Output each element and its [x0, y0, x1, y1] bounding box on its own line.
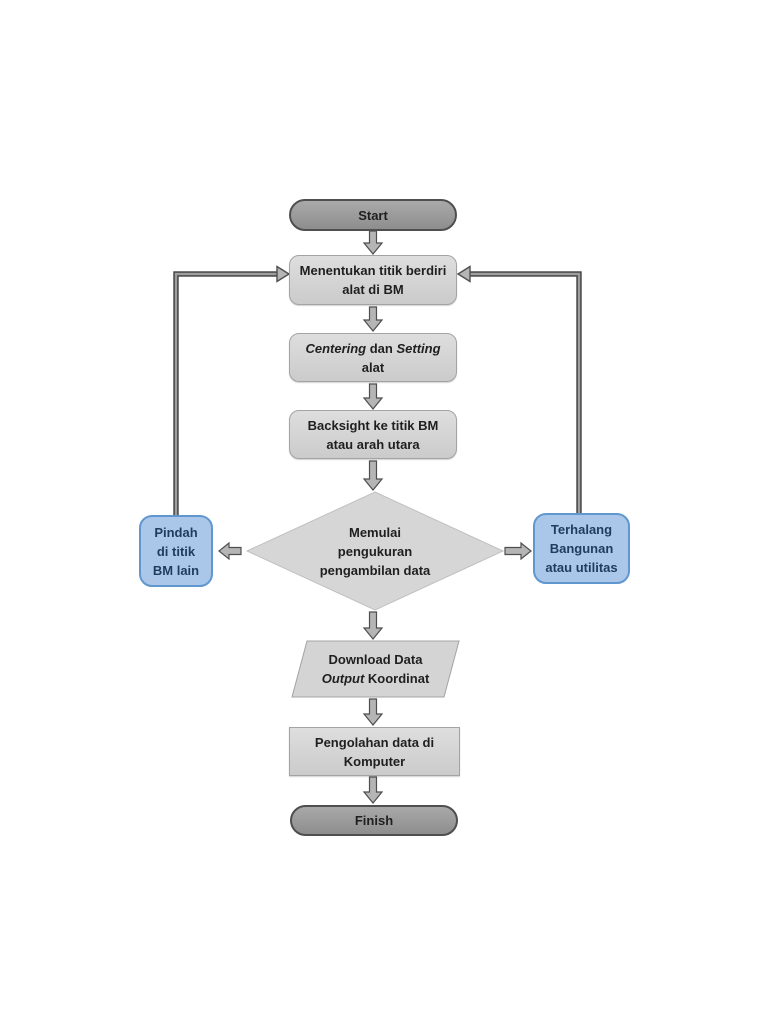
- terhalang-line1: Terhalang: [550, 522, 613, 537]
- down-arrow-icon: [362, 306, 384, 332]
- down-arrow-icon: [362, 698, 384, 726]
- down-arrow-icon: [362, 460, 384, 491]
- centering-plain-word: dan: [366, 340, 397, 356]
- process-centering-line2: alat: [361, 359, 385, 375]
- process-backsight: Backsight ke titik BM atau arah utara: [289, 410, 457, 459]
- branch-terhalang-bangunan: Terhalang Bangunan atau utilitas: [533, 513, 630, 584]
- right-arrow-icon: [504, 541, 532, 561]
- left-arrow-icon: [218, 541, 242, 561]
- process-centering-line1: Centering dan Setting: [305, 339, 440, 358]
- decision-line3: pengambilan data: [319, 562, 431, 578]
- down-arrow-icon: [362, 383, 384, 410]
- decision-line2: pengukuran: [337, 543, 413, 559]
- terhalang-line2: Bangunan: [549, 541, 614, 556]
- koordinat-plain-word: Koordinat: [364, 671, 430, 686]
- pindah-line3: BM lain: [152, 562, 200, 578]
- start-terminator: Start: [289, 199, 457, 231]
- start-label: Start: [358, 207, 388, 223]
- feedback-loop-right-line: [470, 271, 582, 513]
- process-menentukan-line2: alat di BM: [342, 282, 404, 297]
- setting-italic-word: Setting: [396, 340, 441, 356]
- process-menentukan-line1: Menentukan titik berdiri: [299, 263, 447, 278]
- pindah-line1: Pindah: [154, 524, 198, 540]
- pindah-line2: di titik: [156, 543, 196, 559]
- feedback-loop-left-line-highlight: [174, 272, 277, 515]
- finish-terminator: Finish: [290, 805, 458, 836]
- process-menentukan-titik: Menentukan titik berdiri alat di BM: [289, 255, 457, 305]
- down-arrow-icon: [362, 776, 384, 804]
- decision-diamond-shape: [245, 491, 505, 611]
- process-backsight-line1: Backsight ke titik BM: [307, 417, 439, 433]
- decision-memulai-pengukuran: Memulai pengukuran pengambilan data: [247, 492, 503, 610]
- feedback-loop-left-line: [173, 271, 277, 515]
- io-download-data: Download Data Output Koordinat: [292, 641, 459, 697]
- feedback-loop-right-line-highlight: [470, 272, 581, 513]
- feedback-loop-right: [456, 265, 582, 513]
- feedback-loop-right-arrowhead-icon: [456, 265, 471, 283]
- terhalang-line3: atau utilitas: [545, 560, 618, 575]
- process-pengolahan-data: Pengolahan data di Komputer: [289, 727, 460, 776]
- finish-label: Finish: [354, 813, 394, 828]
- centering-italic-word: Centering: [305, 340, 367, 356]
- process-backsight-line2: atau arah utara: [326, 436, 420, 452]
- feedback-loop-left: [173, 265, 291, 515]
- process-centering-setting: Centering dan Setting alat: [289, 333, 457, 382]
- pengolahan-line2: Komputer: [343, 753, 406, 769]
- io-line1: Download Data: [328, 652, 423, 667]
- pengolahan-line1: Pengolahan data di: [314, 734, 435, 750]
- io-line2: Output Koordinat: [322, 669, 430, 688]
- down-arrow-icon: [362, 230, 384, 255]
- decision-line1: Memulai: [348, 524, 401, 540]
- output-italic-word: Output: [321, 671, 365, 686]
- feedback-loop-left-arrowhead-icon: [276, 265, 291, 283]
- io-parallelogram-shape: [291, 640, 460, 698]
- down-arrow-icon: [362, 611, 384, 640]
- branch-pindah-bm-lain: Pindah di titik BM lain: [139, 515, 213, 587]
